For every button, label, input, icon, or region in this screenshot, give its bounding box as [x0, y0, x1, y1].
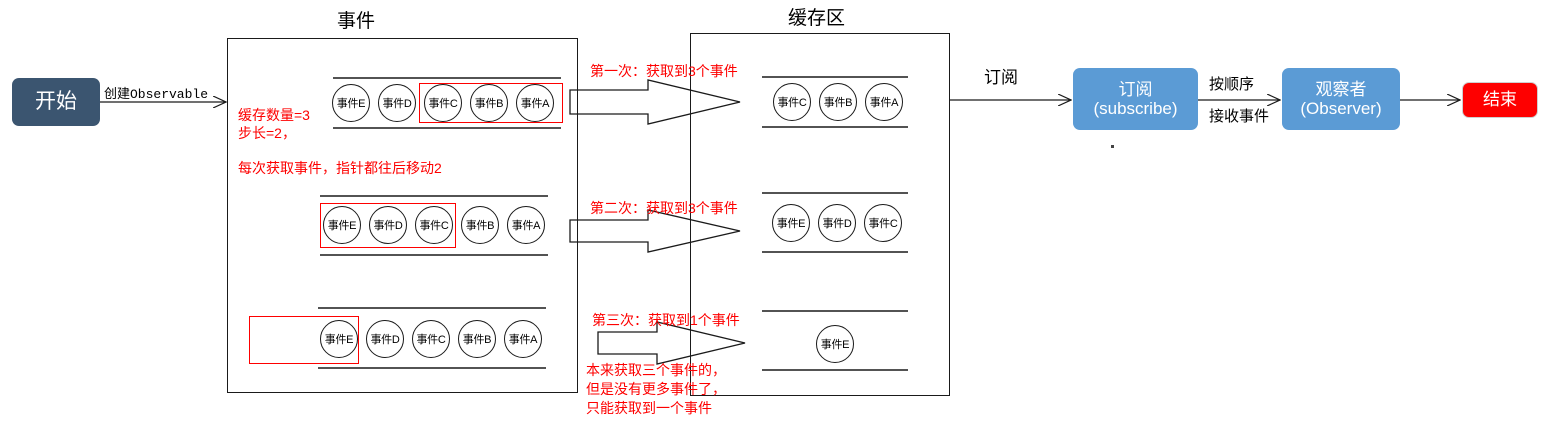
event-circle: 事件C [412, 320, 450, 358]
event-circle: 事件E [332, 84, 370, 122]
subscribe-node[interactable]: 订阅 (subscribe) [1073, 68, 1198, 130]
end-label: 结束 [1483, 90, 1517, 110]
subscribe-label-en: (subscribe) [1093, 99, 1178, 118]
annotation-buffer-count: 缓存数量=3 [238, 107, 310, 123]
buffer-event-circle: 事件C [773, 83, 811, 121]
edge-label-receive-events: 接收事件 [1209, 108, 1270, 125]
event-circle: 事件B [461, 206, 499, 244]
buffer-region [690, 33, 950, 396]
buffer-event-circle: 事件D [818, 204, 856, 242]
edge-label-subscribe: 订阅 [984, 68, 1018, 87]
event-circle: 事件B [470, 84, 508, 122]
event-circle: 事件E [323, 206, 361, 244]
selection-box-pass-2 [320, 203, 456, 248]
annotation-pointer-note: 每次获取事件，指针都往后移动2 [238, 160, 442, 176]
buffer-event-circle: 事件E [772, 204, 810, 242]
buffer-event-circle: 事件B [819, 83, 857, 121]
buffer-event-circle: 事件A [865, 83, 903, 121]
event-circle: 事件D [378, 84, 416, 122]
event-circle: 事件C [415, 206, 453, 244]
annotation-pass-3: 第三次：获取到1个事件 [592, 312, 740, 328]
observer-label-cn: 观察者 [1315, 79, 1367, 99]
event-circle: 事件A [504, 320, 542, 358]
annotation-step: 步长=2， [238, 125, 296, 141]
events-region [227, 38, 578, 393]
event-circle: 事件D [369, 206, 407, 244]
selection-box-pass-3 [249, 316, 359, 364]
annotation-pass-2: 第二次：获取到3个事件 [590, 200, 738, 216]
annotation-tail-line-2: 但是没有更多事件了， [586, 381, 726, 397]
event-circle: 事件C [424, 84, 462, 122]
subscribe-label-cn: 订阅 [1118, 79, 1153, 99]
annotation-pass-1: 第一次：获取到3个事件 [590, 63, 738, 79]
stray-dot [1111, 145, 1114, 148]
buffer-title: 缓存区 [788, 8, 846, 29]
selection-box-pass-1 [419, 83, 563, 123]
event-circle: 事件A [507, 206, 545, 244]
observer-label-en: (Observer) [1300, 99, 1382, 118]
annotation-tail-line-1: 本来获取三个事件的， [586, 362, 726, 378]
buffer-event-circle: 事件E [816, 325, 854, 363]
edge-label-in-order: 按顺序 [1209, 76, 1255, 93]
event-circle: 事件B [458, 320, 496, 358]
annotation-tail-line-3: 只能获取到一个事件 [586, 400, 712, 416]
start-node[interactable]: 开始 [12, 78, 100, 126]
observer-node[interactable]: 观察者 (Observer) [1282, 68, 1400, 130]
events-title: 事件 [337, 11, 376, 32]
edge-label-create-observable: 创建Observable [104, 87, 209, 102]
event-circle: 事件A [516, 84, 554, 122]
event-circle: 事件D [366, 320, 404, 358]
buffer-event-circle: 事件C [864, 204, 902, 242]
event-circle: 事件E [320, 320, 358, 358]
start-label: 开始 [35, 90, 77, 114]
end-node[interactable]: 结束 [1462, 82, 1538, 118]
